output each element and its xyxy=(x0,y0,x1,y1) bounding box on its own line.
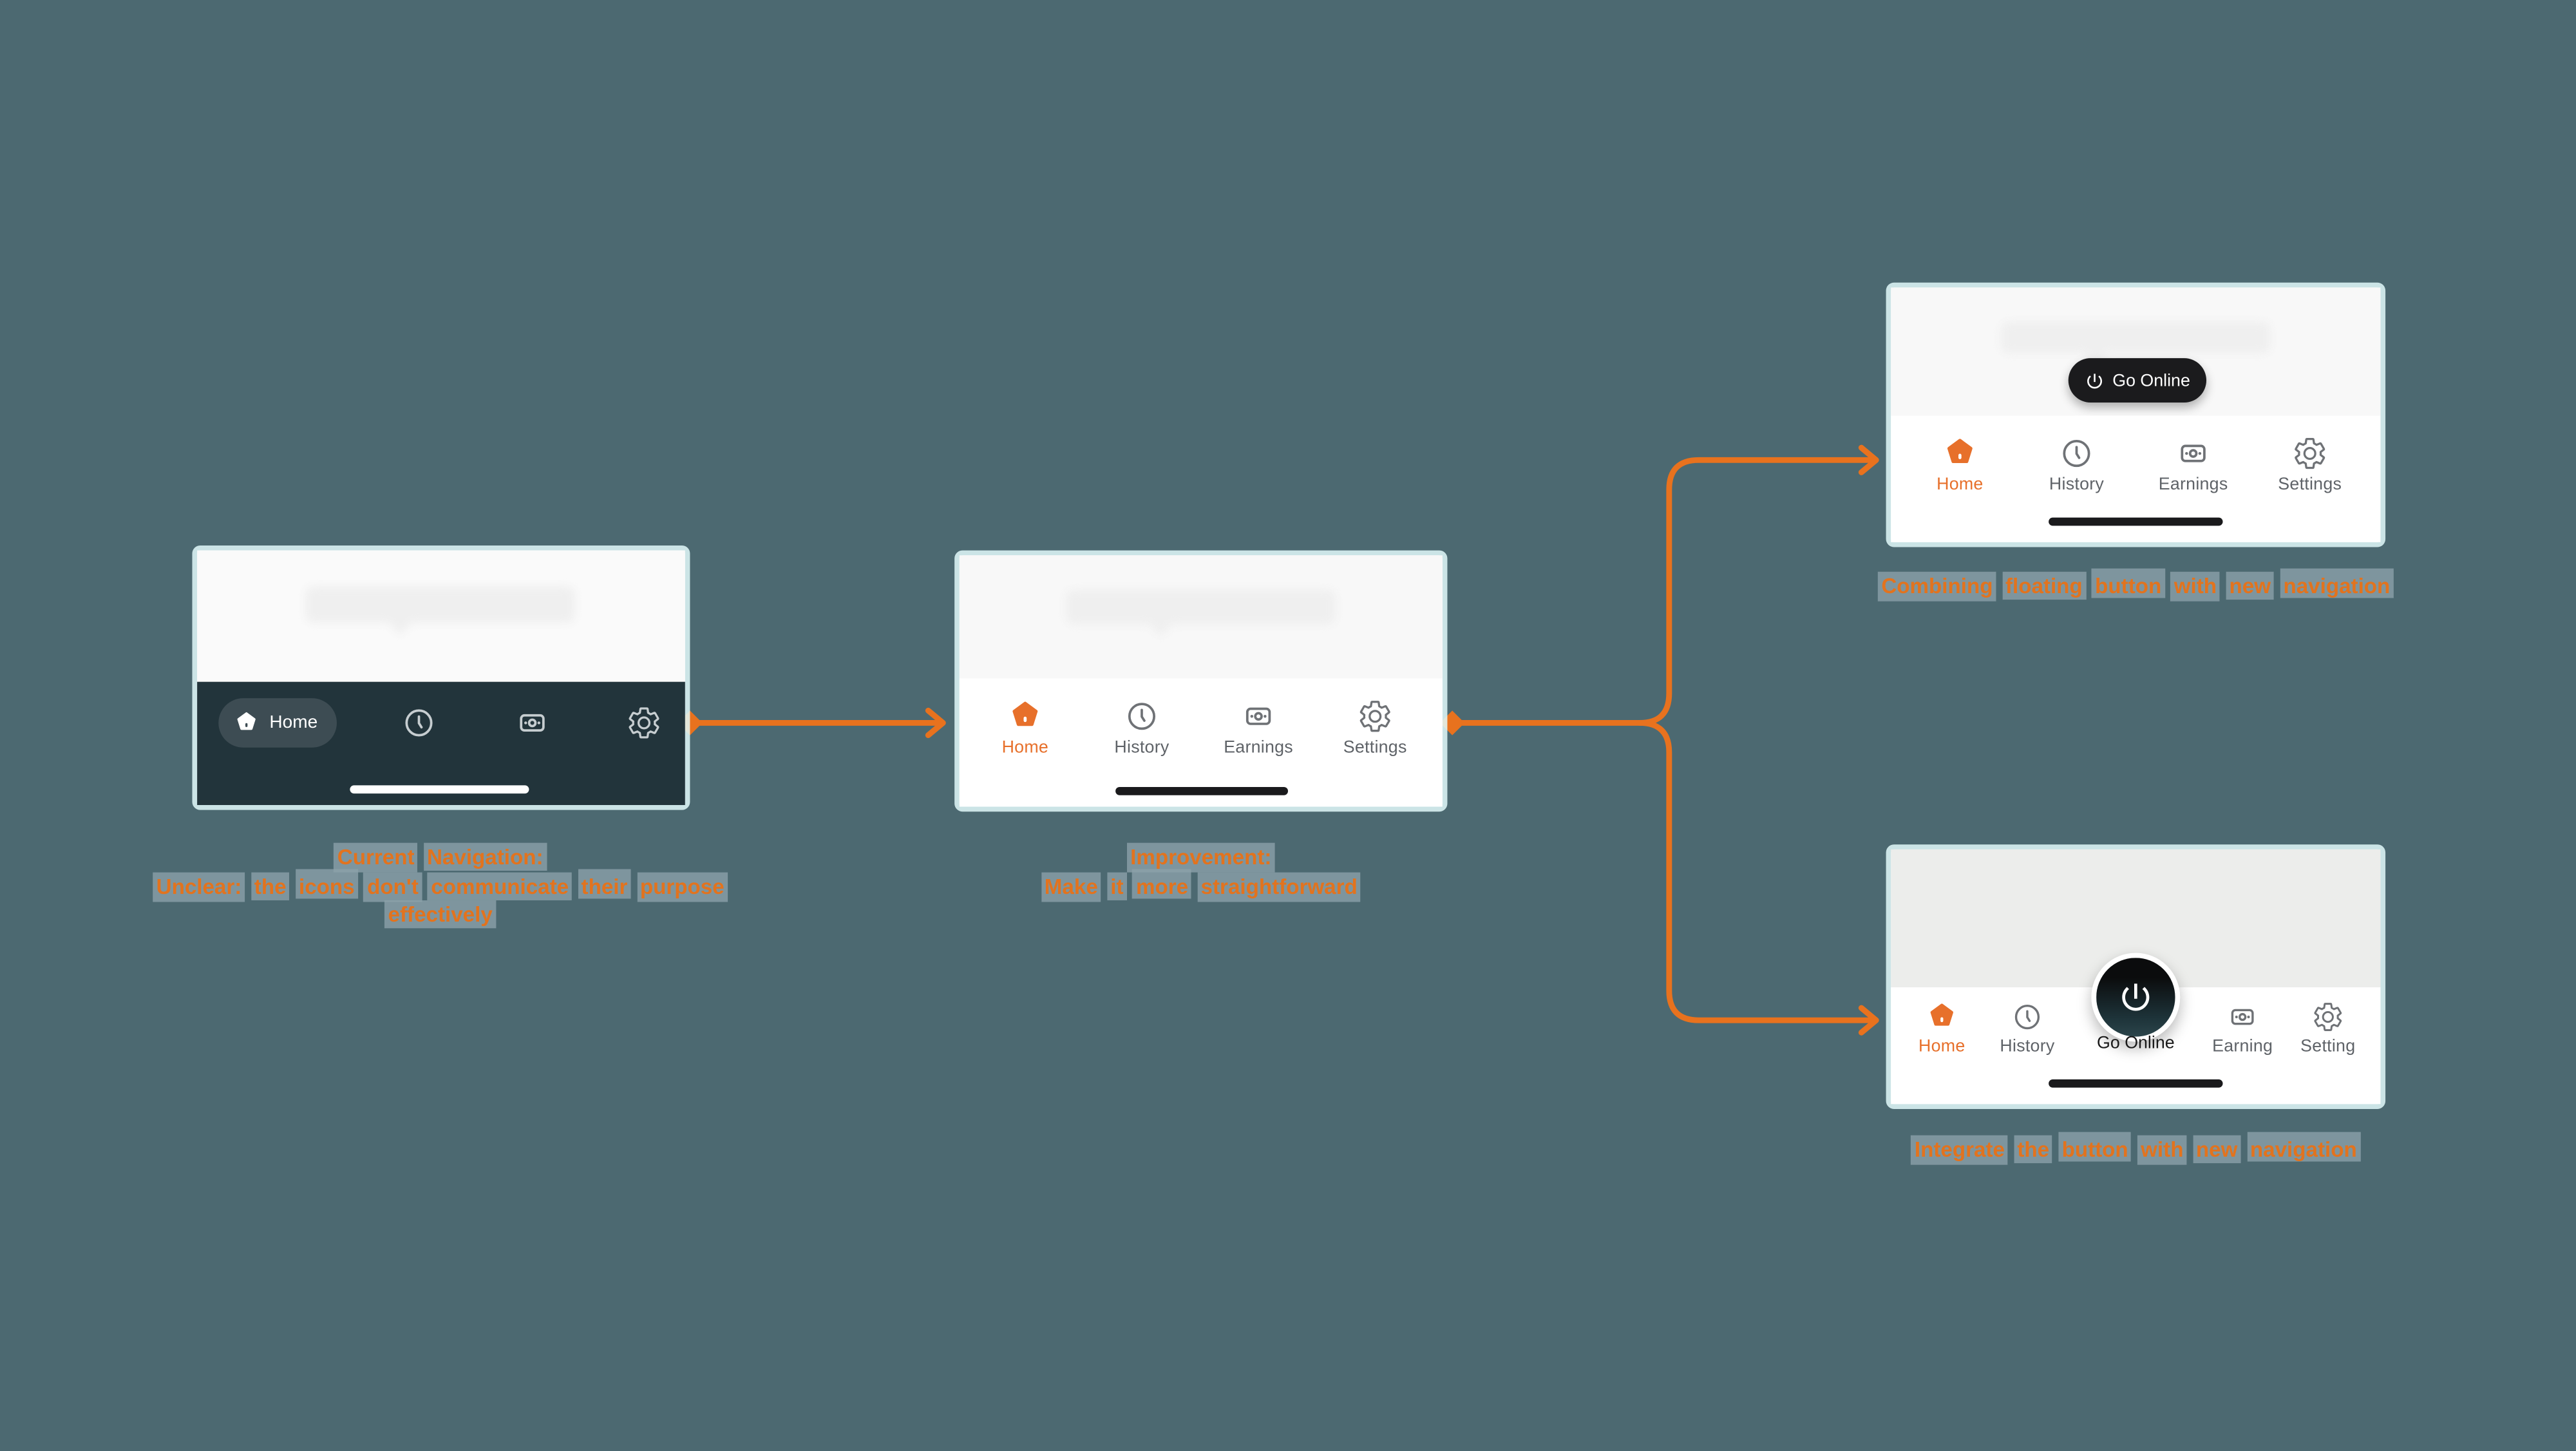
nav-item-label: Home xyxy=(1918,1036,1965,1057)
card-improved-navigation[interactable]: Home History Earnings Settings xyxy=(959,555,1443,807)
nav-item-label: History xyxy=(2000,1036,2055,1057)
home-icon xyxy=(1926,1001,1958,1034)
home-indicator xyxy=(1115,786,1288,795)
home-indicator xyxy=(2049,1079,2223,1087)
nav-item-earnings[interactable]: Earnings xyxy=(1209,698,1308,757)
nav-item-settings[interactable]: Settings xyxy=(1326,698,1425,757)
connector-improved-to-integrated xyxy=(1636,719,1876,1023)
power-icon xyxy=(2085,370,2105,390)
earnings-icon xyxy=(2226,1001,2259,1034)
settings-icon xyxy=(2292,435,2328,471)
annotation-integrated-title: Integrate the button with new navigation xyxy=(1857,1132,2415,1165)
nav-item-label: Settings xyxy=(2278,475,2342,495)
connector-start-diamond xyxy=(1439,710,1465,735)
history-icon xyxy=(2058,435,2094,471)
nav-item-home[interactable]: Home xyxy=(1911,435,2009,495)
home-indicator xyxy=(2049,517,2223,526)
go-online-label: Go Online xyxy=(2112,370,2190,390)
history-icon xyxy=(2011,1001,2043,1034)
nav-item-settings[interactable]: Settings xyxy=(2260,435,2359,495)
nav-item-label: Settings xyxy=(1343,737,1407,758)
nav-item-label: Home xyxy=(269,713,318,733)
nav-item-label: Earnings xyxy=(2158,475,2228,495)
nav-item-earnings[interactable]: Earnings xyxy=(2144,435,2242,495)
nav-item-history[interactable]: History xyxy=(1982,1001,2074,1057)
earnings-icon[interactable] xyxy=(514,705,550,741)
home-icon xyxy=(233,710,260,736)
screen-content-area xyxy=(959,555,1443,679)
nav-item-history[interactable]: History xyxy=(1092,698,1191,757)
nav-item-label: Home xyxy=(1001,737,1049,758)
power-icon xyxy=(2117,979,2154,1015)
nav-item-home[interactable]: Home xyxy=(1896,1001,1988,1057)
blurred-greeting-text xyxy=(1066,589,1336,625)
nav-item-label: Earnings xyxy=(1224,737,1293,758)
go-online-button[interactable] xyxy=(2091,953,2181,1042)
nav-item-home[interactable]: Home xyxy=(218,698,337,748)
settings-icon xyxy=(1357,698,1393,734)
settings-icon xyxy=(2311,1001,2344,1034)
home-indicator xyxy=(350,785,529,793)
bottom-nav-bar: Home History Earnings Settings xyxy=(1891,415,2381,542)
settings-icon[interactable] xyxy=(626,705,662,741)
earnings-icon xyxy=(2175,435,2211,471)
nav-item-setting[interactable]: Setting xyxy=(2282,1001,2374,1057)
go-online-label: Go Online xyxy=(2097,1033,2175,1054)
annotation-current-title: Current Navigation: Unclear: the icons d… xyxy=(138,842,743,929)
bottom-nav-bar-dark: Home xyxy=(197,681,685,805)
nav-item-label: History xyxy=(2049,475,2105,495)
nav-item-earning[interactable]: Earning xyxy=(2197,1001,2289,1057)
connector-improved-to-floating xyxy=(1449,457,1876,726)
screen-content-area xyxy=(197,550,685,682)
home-icon xyxy=(1007,698,1043,734)
nav-item-history[interactable]: History xyxy=(2027,435,2126,495)
nav-item-home[interactable]: Home xyxy=(976,698,1074,757)
nav-item-label: Setting xyxy=(2300,1036,2356,1057)
screen-content-area: Go Online xyxy=(1891,287,2381,416)
annotation-floating-title: Combining floating button with new navig… xyxy=(1857,568,2415,602)
earnings-icon xyxy=(1240,698,1276,734)
bottom-nav-bar: Home History Earnings Settings xyxy=(959,678,1443,807)
history-icon[interactable] xyxy=(401,705,437,741)
home-icon xyxy=(1942,435,1978,471)
card-integrated-button-navigation[interactable]: Home History Earning Setting Go Online xyxy=(1891,849,2381,1105)
card-floating-button-navigation[interactable]: Go Online Home History Earnings Settings xyxy=(1891,287,2381,542)
go-online-button[interactable]: Go Online xyxy=(2068,358,2207,403)
annotation-improvement-title: Improvement: Make it more straightforwar… xyxy=(954,842,1447,902)
history-icon xyxy=(1124,698,1160,734)
blurred-greeting-text xyxy=(305,586,575,623)
nav-item-label: History xyxy=(1114,737,1170,758)
card-current-navigation[interactable]: Home xyxy=(197,550,685,805)
blurred-greeting-text xyxy=(2001,321,2271,354)
nav-item-label: Home xyxy=(1937,475,1984,495)
nav-item-label: Earning xyxy=(2212,1036,2273,1057)
